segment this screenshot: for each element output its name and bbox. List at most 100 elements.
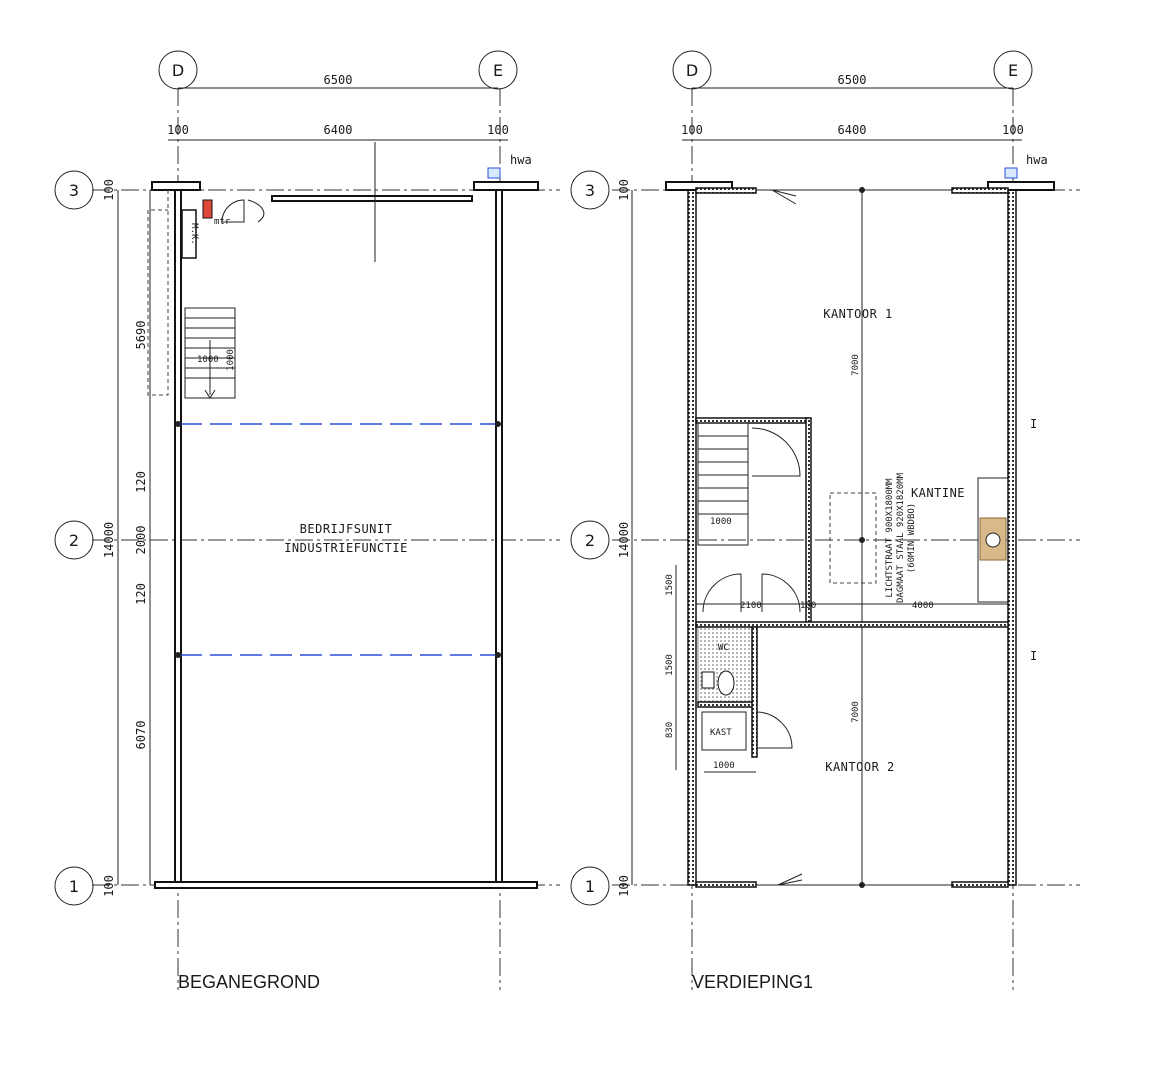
- dim-edge-1: 100: [102, 875, 116, 897]
- ground-floor-plan: D E 3 2 1 6500 6400 100 100 14000 5690 1…: [54, 50, 560, 992]
- dim-edge-d: 100: [167, 123, 189, 137]
- hwa-marker-ground: [487, 167, 501, 179]
- grid-label-3: 3: [69, 181, 79, 200]
- dim-inner-width-upper: 6400: [838, 123, 867, 137]
- dim-upper-1500-a: 1500: [665, 574, 675, 596]
- grid-bubble-3-upper: [570, 170, 610, 210]
- dim-inner-width: 6400: [324, 123, 353, 137]
- wall-ground-left: [174, 189, 182, 886]
- hwa-label-ground: hwa: [510, 153, 532, 167]
- stair-depth-ground: 1000: [226, 349, 236, 371]
- grid-bubble-1-upper: [570, 866, 610, 906]
- grid-bubble-d: [158, 50, 198, 90]
- room-kantoor-2: KANTOOR 2: [825, 760, 895, 774]
- dim-ground-mid-a: 120: [134, 471, 148, 493]
- room-kantoor-1: KANTOOR 1: [823, 307, 893, 321]
- pipe-curve: [247, 199, 265, 223]
- window-hinge-bottom: [777, 873, 803, 886]
- door-right-landing: [761, 573, 801, 613]
- wall-ground-bottom: [154, 881, 538, 889]
- grid-bubble-2: [54, 520, 94, 560]
- kantine-counter: [977, 477, 1009, 603]
- dim-upper-7000-top: 7000: [851, 354, 861, 376]
- wall-upper-right: [1007, 189, 1017, 886]
- dim-upper-1500-b: 1500: [665, 654, 675, 676]
- grid-bubble-1: [54, 866, 94, 906]
- wall-upper-top-right: [987, 181, 1055, 191]
- grid-bubble-e-upper: [993, 50, 1033, 90]
- room-industriefunctie: INDUSTRIEFUNCTIE: [284, 541, 408, 555]
- dashed-outline-ground: [147, 190, 169, 396]
- dim-total-length: 14000: [102, 522, 116, 558]
- meter-red-box: [202, 199, 213, 219]
- wall-ground-top-inner: [271, 195, 473, 202]
- stair-upper: [697, 422, 749, 546]
- kast-label: KAST: [710, 728, 732, 738]
- title-ground-floor: BEGANEGROND: [178, 972, 320, 992]
- grid-label-e: E: [493, 61, 503, 80]
- kast-cabinet: [701, 711, 747, 751]
- dim-edge-e-upper: 100: [1002, 123, 1024, 137]
- grid-bubble-3: [54, 170, 94, 210]
- grid-label-d-upper: D: [686, 61, 698, 80]
- sink-basin-icon: [985, 532, 1001, 548]
- skylight-outline: [829, 492, 877, 584]
- dim-upper-4000: 4000: [912, 601, 934, 611]
- upper-floor-plan: D E 3 2 1 6500 6400 100 100 14000 100 10…: [570, 50, 1080, 992]
- dim-upper-830: 830: [665, 722, 675, 738]
- hwa-label-upper: hwa: [1026, 153, 1048, 167]
- skylight-fire-label: (60MIN WBDBO): [907, 503, 917, 573]
- dim-total-length-upper: 14000: [617, 522, 631, 558]
- stair-core-right-wall: [805, 417, 812, 624]
- dim-edge-d-upper: 100: [681, 123, 703, 137]
- wall-upper-left: [687, 189, 697, 886]
- grid-label-1-upper: 1: [585, 877, 595, 896]
- hwa-marker-upper: [1004, 167, 1018, 179]
- grid-label-2: 2: [69, 531, 79, 550]
- stair-ground: [184, 307, 236, 399]
- toilet-icon: [717, 670, 735, 696]
- meter-cabinet-label: M.K.: [189, 223, 199, 245]
- dim-upper-7000-bottom: 7000: [851, 701, 861, 723]
- grid-label-d: D: [172, 61, 184, 80]
- grid-bubble-e: [478, 50, 518, 90]
- dim-edge-1-upper: 100: [617, 875, 631, 897]
- wc-label: WC: [718, 643, 729, 653]
- wall-ground-top-right: [473, 181, 539, 191]
- door-stair-upper: [751, 427, 801, 477]
- stair-width-upper: 1000: [710, 517, 732, 527]
- room-bedrijfsunit: BEDRIJFSUNIT: [300, 522, 393, 536]
- wall-ground-right: [495, 189, 503, 886]
- wall-office-divide: [695, 621, 1009, 628]
- grid-bubble-d-upper: [672, 50, 712, 90]
- wall-ground-top-left: [151, 181, 201, 191]
- ibeam-marker-lower: Ι: [1030, 649, 1037, 663]
- dim-edge-3-upper: 100: [617, 179, 631, 201]
- dim-ground-bottom: 6070: [134, 721, 148, 750]
- window-hinge-top: [771, 189, 797, 205]
- dim-ground-top: 5690: [134, 321, 148, 350]
- ibeam-marker-upper: Ι: [1030, 417, 1037, 431]
- washbasin-icon: [701, 671, 715, 689]
- door-left-landing: [702, 573, 742, 613]
- dim-total-width-upper: 6500: [838, 73, 867, 87]
- dim-edge-3: 100: [102, 179, 116, 201]
- stair-width-ground: 1000: [197, 355, 219, 365]
- title-upper-floor: VERDIEPING1: [692, 972, 813, 992]
- room-kantine: KANTINE: [911, 486, 965, 500]
- dim-total-width: 6500: [324, 73, 353, 87]
- dim-upper-100: 100: [800, 601, 816, 611]
- dim-edge-e: 100: [487, 123, 509, 137]
- dim-ground-mid: 2000: [134, 526, 148, 555]
- meter-cabinet: [181, 209, 197, 259]
- stair-core-top-wall: [695, 417, 809, 424]
- grid-label-3-upper: 3: [585, 181, 595, 200]
- grid-label-1: 1: [69, 877, 79, 896]
- grid-bubble-2-upper: [570, 520, 610, 560]
- grid-label-e-upper: E: [1008, 61, 1018, 80]
- dim-ground-mid-b: 120: [134, 583, 148, 605]
- door-swing-ground: [221, 199, 245, 223]
- door-kast: [755, 711, 793, 749]
- skylight-steel-label: DAGMAAT STAAL 920X1820MM: [896, 472, 906, 603]
